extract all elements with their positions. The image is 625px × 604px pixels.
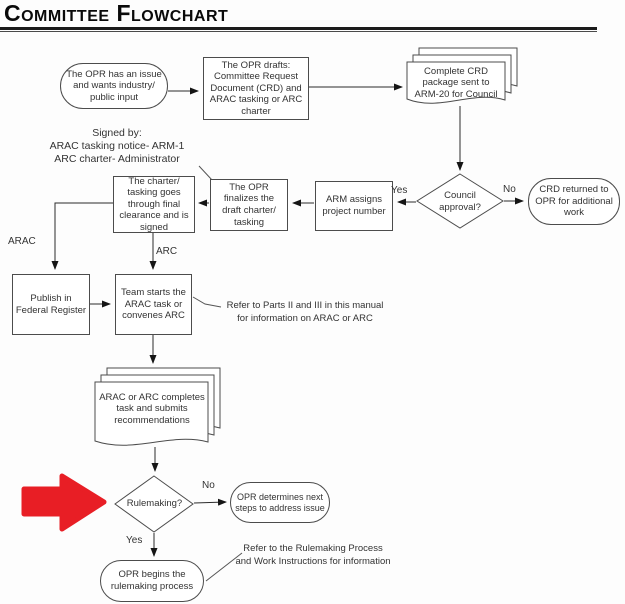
node-charter-clearance: The charter/ tasking goes through final … bbox=[113, 176, 195, 233]
node-opr-finalizes: The OPR finalizes the draft charter/ tas… bbox=[210, 179, 288, 231]
edge-label-council-no: No bbox=[503, 184, 516, 195]
flow-connectors bbox=[51, 83, 524, 557]
node-crd-returned: CRD returned to OPR for additional work bbox=[528, 178, 620, 225]
red-pointer-arrow bbox=[21, 473, 107, 532]
rulemaking-diamond bbox=[114, 475, 194, 533]
council-approval-diamond bbox=[416, 173, 504, 229]
page-title: Committee Flowchart bbox=[4, 0, 229, 26]
node-completes-task-label: ARAC or ARC completes task and submits r… bbox=[99, 391, 205, 426]
edge-label-rulemaking-yes: Yes bbox=[126, 535, 143, 546]
node-opr-has-issue: The OPR has an issue and wants industry/… bbox=[60, 63, 168, 109]
edge-label-arc: ARC bbox=[156, 246, 178, 257]
node-publish-federal-register: Publish in Federal Register bbox=[12, 274, 90, 335]
parts-reference-annotation: Refer to Parts II and III in this manual… bbox=[226, 300, 384, 324]
node-opr-drafts: The OPR drafts: Committee Request Docume… bbox=[203, 57, 309, 120]
signed-by-annotation: Signed by: ARAC tasking notice- ARM-1 AR… bbox=[49, 127, 185, 166]
node-crd-package-label: Complete CRD package sent to ARM-20 for … bbox=[414, 65, 498, 100]
edge-label-council-yes: Yes bbox=[391, 185, 408, 196]
node-opr-determines: OPR determines next steps to address iss… bbox=[230, 482, 330, 523]
crd-package-document-shape bbox=[406, 47, 518, 104]
node-team-starts: Team starts the ARAC task or convenes AR… bbox=[115, 274, 192, 335]
node-arm-assigns: ARM assigns project number bbox=[315, 181, 393, 231]
node-opr-begins-rulemaking: OPR begins the rulemaking process bbox=[100, 560, 204, 602]
edge-label-rulemaking-no: No bbox=[202, 480, 215, 491]
recommendations-document-shape bbox=[94, 367, 221, 446]
node-council-approval-label: Council approval? bbox=[439, 190, 481, 213]
title-underline bbox=[0, 27, 597, 32]
node-rulemaking-label: Rulemaking? bbox=[126, 498, 183, 510]
rulemaking-reference-annotation: Refer to the Rulemaking Process and Work… bbox=[235, 543, 391, 567]
callout-lines bbox=[192, 165, 243, 582]
edge-label-arac: ARAC bbox=[8, 236, 36, 247]
